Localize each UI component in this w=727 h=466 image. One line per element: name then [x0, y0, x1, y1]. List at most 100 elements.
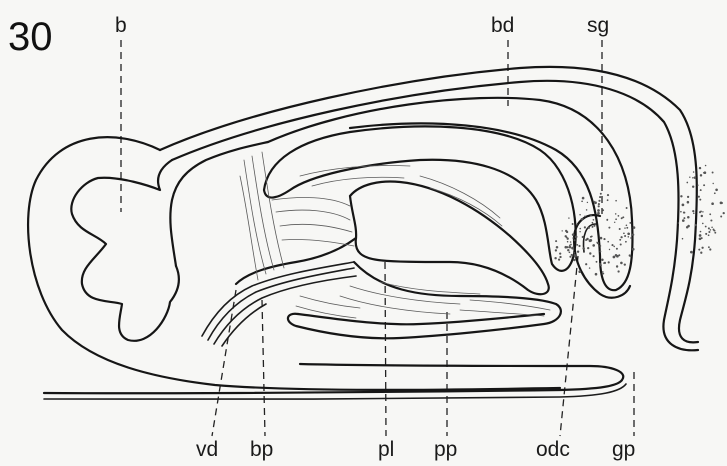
stipple-dot [603, 238, 605, 240]
stipple-dot [683, 217, 685, 219]
leader-odc [560, 256, 578, 436]
stipple-dot [590, 215, 592, 217]
stipple-dot [608, 227, 610, 229]
stipple-dot [682, 204, 685, 207]
stipple-dot [711, 202, 714, 205]
stipple-dot [686, 226, 689, 229]
stipple-dot [615, 200, 617, 202]
stipple-dot [599, 250, 601, 252]
stipple-dot [598, 205, 600, 207]
stipple-dot [572, 237, 574, 239]
organ-b-inner-lobes [71, 160, 179, 341]
stipple-dot [615, 254, 618, 257]
stipple-dot [582, 247, 585, 250]
stipple-dot [711, 226, 713, 228]
stipple-dot [603, 262, 604, 263]
stipple-dot [589, 252, 591, 254]
stipple-dot [689, 176, 690, 177]
label-gp: gp [612, 438, 635, 461]
stipple-dot [602, 273, 604, 275]
stipple-dot [571, 254, 573, 256]
stipple-dot [708, 227, 710, 229]
stipple-dot [709, 213, 711, 215]
stipple-dot [595, 273, 598, 276]
organ-b-neck [170, 142, 268, 266]
stipple-dot [562, 230, 563, 231]
stipple-dot [597, 209, 600, 212]
stipple-dot [624, 263, 626, 265]
stipple-dot [628, 236, 630, 238]
stipple-dot [708, 246, 710, 248]
stipple-dot [573, 259, 575, 261]
stipple-dot [608, 261, 610, 263]
stipple-dot [571, 247, 574, 250]
stipple-dot [589, 267, 590, 268]
arch-bd-inner [264, 126, 576, 270]
stipple-dot [615, 218, 617, 220]
stipple-dot [579, 231, 580, 232]
stipple-dot [600, 237, 603, 240]
organ-pl-base [236, 238, 356, 284]
stipple-dot [687, 201, 690, 204]
stipple-dot [699, 167, 701, 169]
stipple-dot [692, 185, 694, 187]
stipple-dot [632, 233, 634, 235]
stipple-dot [613, 256, 616, 259]
stipple-dot [715, 188, 718, 191]
leader-pl [385, 262, 386, 436]
stipple-dot [593, 225, 595, 227]
stipple-dot [625, 241, 627, 243]
stipple-dot [619, 228, 621, 230]
stipple-dot [701, 215, 703, 217]
stipple-dot [582, 236, 584, 238]
stipple-dot [554, 257, 556, 259]
stipple-dot [687, 216, 690, 219]
stipple-dot [593, 255, 595, 257]
stipple-dot [692, 210, 694, 212]
stipple-dot [559, 252, 561, 254]
stipple-dot [579, 214, 580, 215]
stipple-dot [720, 216, 722, 218]
stipple-dot [572, 233, 575, 236]
stipple-dot [566, 231, 568, 233]
stipple-dot [567, 241, 569, 243]
stipple-dot [708, 234, 710, 236]
stipple-dot [593, 219, 595, 221]
stipple-dot [559, 256, 561, 258]
stipple-dot [577, 251, 579, 253]
stipple-dot [630, 255, 632, 257]
stipple-dot [708, 231, 710, 233]
stipple-dot [584, 215, 586, 217]
stipple-dot [613, 246, 615, 248]
stipple-dot [626, 227, 628, 229]
stipple-dot [581, 200, 583, 202]
stipple-dot [693, 171, 695, 173]
stipple-dot [686, 182, 688, 184]
stipple-dot [601, 259, 604, 262]
stipple-dot [599, 263, 601, 265]
stipple-dot [596, 242, 597, 243]
stipple-dot [566, 236, 568, 238]
stipple-dot [598, 203, 600, 205]
stipple-dot [682, 219, 685, 222]
stipple-dot [702, 223, 704, 225]
label-vd: vd [196, 438, 218, 461]
stipple-dot [723, 212, 725, 214]
stipple-dot [585, 263, 587, 265]
stipple-dot [592, 226, 594, 228]
stipple-dot [568, 217, 569, 218]
stipple-dot [699, 237, 702, 240]
stipple-dot [555, 249, 557, 251]
stipple-dot [589, 239, 592, 242]
stipple-dot [704, 171, 707, 174]
stipple-dot [569, 256, 571, 258]
stipple-dot [700, 210, 702, 212]
stipple-dot [622, 216, 624, 218]
body-wall [160, 67, 698, 350]
stipple-dot [573, 239, 575, 241]
stipple-dot [569, 246, 572, 249]
stipple-dot [705, 233, 707, 235]
stipple-dot [620, 262, 623, 265]
stipple-dot [702, 211, 703, 212]
stipple-dot [694, 176, 697, 179]
